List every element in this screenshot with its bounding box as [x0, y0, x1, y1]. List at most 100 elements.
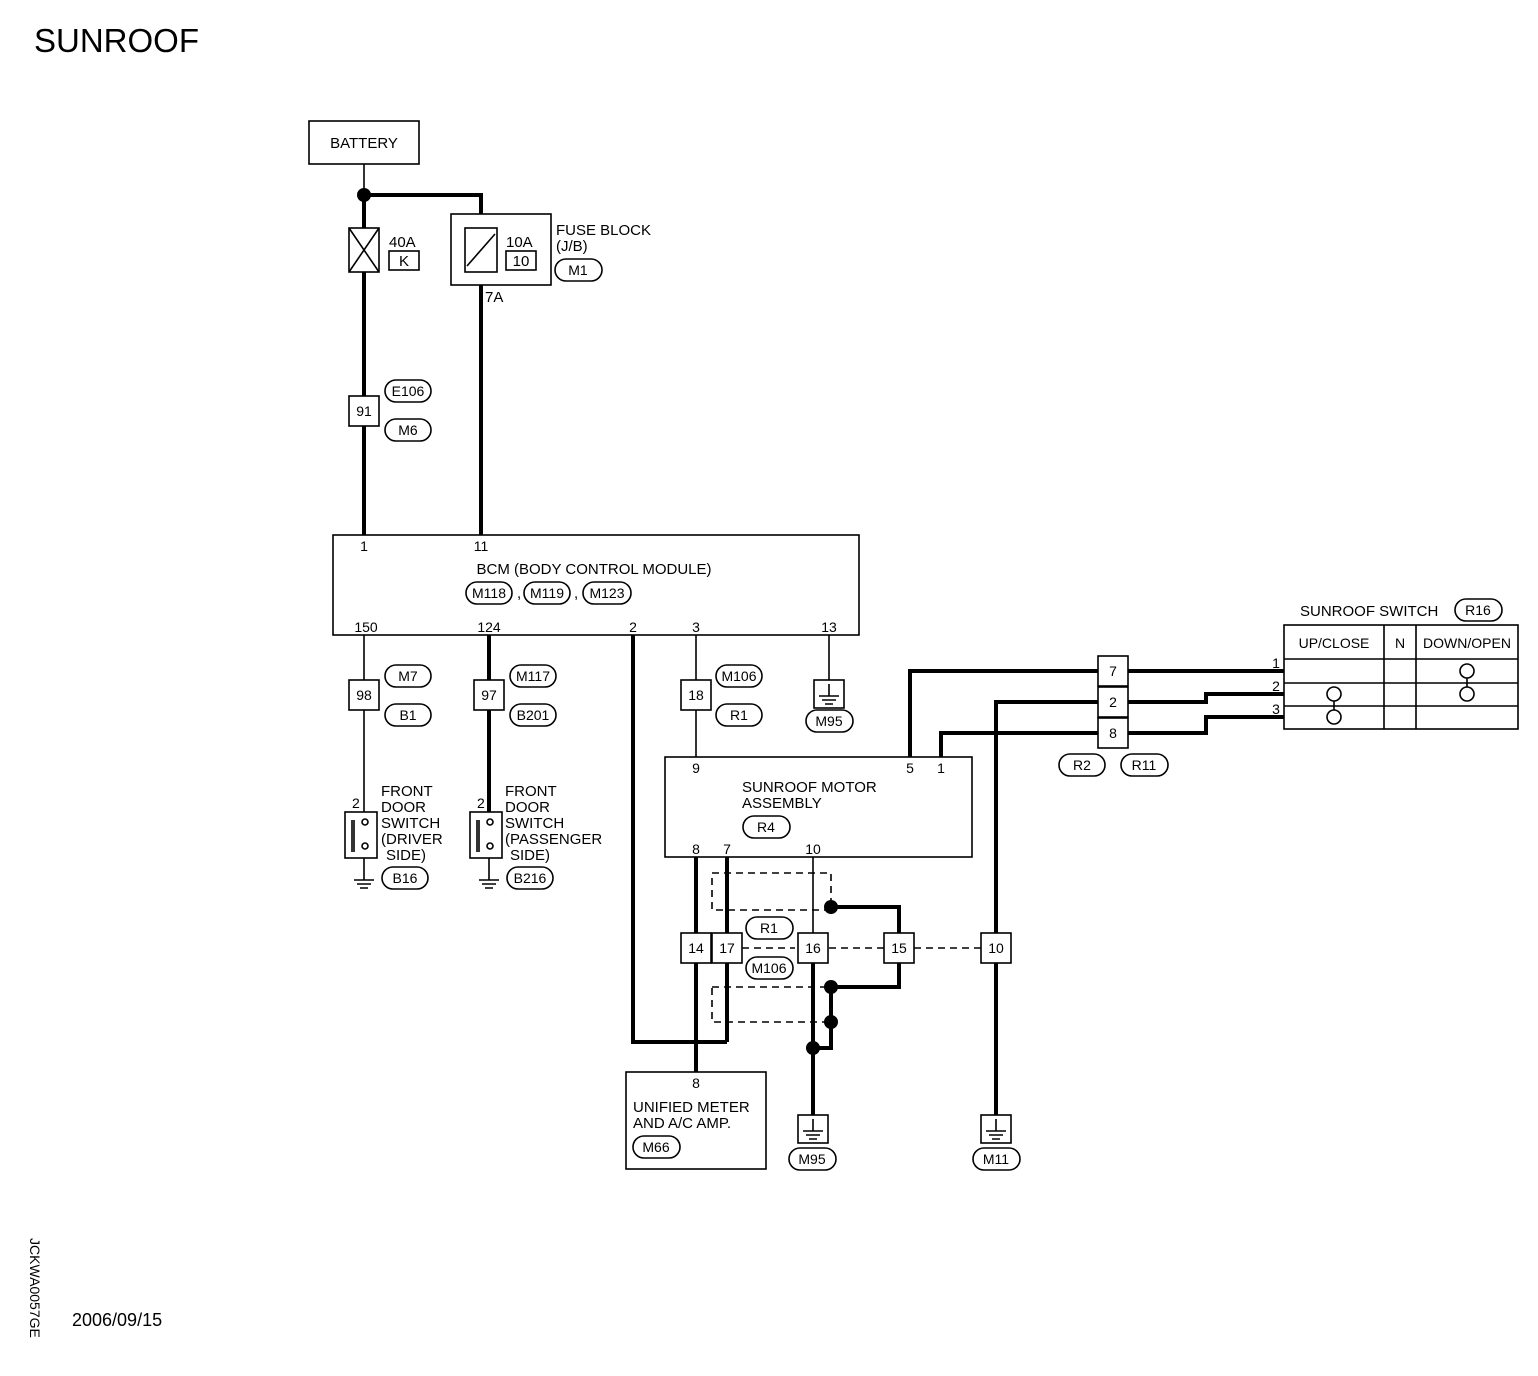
fuse-block-jb: (J/B) — [556, 238, 588, 255]
switch-contact-up-2 — [1326, 686, 1342, 702]
connector-m11-pill — [972, 1147, 1021, 1171]
connector-e106-pill — [384, 379, 432, 403]
passenger-switch-terminal-bottom — [486, 842, 494, 850]
fuse-10a-pin: 7A — [485, 289, 503, 306]
connector-b216-pill — [506, 866, 554, 890]
connector-m66: M66 — [642, 1139, 669, 1155]
motor-label-2: ASSEMBLY — [742, 795, 822, 812]
connector-m119: M119 — [530, 585, 564, 601]
connector-m95-ground: M95 — [798, 1151, 825, 1167]
joint-2-pin: 2 — [1109, 694, 1117, 710]
joint-10-box — [980, 932, 1012, 964]
fuse-40a-id-box — [388, 250, 420, 271]
fuse-40a-cross — [348, 227, 380, 273]
bcm-pin-150: 150 — [354, 619, 378, 635]
driver-switch-label-2: DOOR — [381, 799, 426, 816]
meter-pin-8: 8 — [692, 1075, 700, 1091]
connector-r11: R11 — [1132, 757, 1157, 773]
connector-r4-pill — [742, 815, 791, 839]
joint-18-pin: 18 — [688, 687, 704, 703]
splice-ground-m95 — [806, 1041, 820, 1055]
joint-15-box — [883, 932, 915, 964]
driver-switch-label-3: SWITCH — [381, 815, 440, 832]
switch-row-3: 3 — [1272, 701, 1280, 717]
switch-contact-down-1 — [1459, 663, 1475, 679]
ground-m11-icon — [986, 1119, 1006, 1140]
driver-switch-label-1: FRONT — [381, 783, 433, 800]
connector-m95-ground-pill — [788, 1147, 837, 1171]
connector-r16-pill — [1454, 598, 1503, 622]
wire-joint-2-to-switch-2 — [1128, 692, 1284, 704]
fuse-10a-rating: 10A — [506, 234, 533, 251]
passenger-switch-label-2: DOOR — [505, 799, 550, 816]
bcm-connector-sep-1: , — [517, 585, 521, 602]
meter-label-2: AND A/C AMP. — [633, 1115, 731, 1132]
fuse-10a-id: 10 — [513, 253, 530, 270]
connector-m106-lower-pill — [745, 956, 794, 980]
sunroof-switch-grid — [1284, 625, 1518, 729]
connector-m118-pill — [465, 581, 513, 605]
switch-row-2: 2 — [1272, 678, 1280, 694]
joint-98-pin: 98 — [356, 687, 372, 703]
switch-col-n: N — [1395, 635, 1405, 651]
joint-91-box — [348, 395, 380, 427]
bcm-pin-13: 13 — [821, 619, 837, 635]
splice-shield-drain — [824, 1015, 838, 1029]
battery-label: BATTERY — [330, 135, 398, 152]
connector-m123-pill — [582, 581, 632, 605]
joint-91-pin: 91 — [356, 403, 372, 419]
passenger-switch-label-3: SWITCH — [505, 815, 564, 832]
connector-r2-pill — [1058, 753, 1106, 777]
motor-label-1: SUNROOF MOTOR — [742, 779, 877, 796]
connector-r16: R16 — [1465, 602, 1491, 618]
wire-joint-10-to-joint-2 — [994, 700, 1098, 933]
motor-pin-1: 1 — [937, 760, 945, 776]
fuse-block-label: FUSE BLOCK — [556, 222, 651, 239]
connector-m117: M117 — [516, 668, 550, 684]
joint-8-box — [1097, 717, 1129, 749]
driver-switch-label-4: (DRIVER — [381, 831, 443, 848]
connector-b201: B201 — [517, 707, 550, 723]
joint-16-box — [797, 932, 829, 964]
connector-m66-pill — [632, 1135, 681, 1159]
passenger-switch-box — [469, 811, 503, 859]
meter-label-1: UNIFIED METER — [633, 1099, 750, 1116]
wire-motor-5-to-joint-7 — [908, 669, 1098, 757]
switch-col-up-close: UP/CLOSE — [1299, 635, 1370, 651]
battery-box — [308, 120, 420, 165]
wire-joint-8-to-switch-3 — [1128, 715, 1284, 735]
passenger-switch-contact — [476, 820, 480, 852]
bcm-connector-sep-2: , — [574, 585, 578, 602]
fuse-40a-rating: 40A — [389, 234, 416, 251]
connector-b16: B16 — [393, 870, 418, 886]
joint-97-box — [473, 679, 505, 711]
bcm-pin-3: 3 — [692, 619, 700, 635]
connector-m1: M1 — [568, 262, 588, 278]
driver-switch-contact — [351, 820, 355, 852]
switch-col-down-open: DOWN/OPEN — [1423, 635, 1511, 651]
connector-r11-pill — [1120, 753, 1169, 777]
wire-to-fuse-block — [364, 193, 483, 214]
connector-b16-pill — [381, 866, 429, 890]
joint-17-pin: 17 — [719, 940, 735, 956]
driver-switch-label-5: SIDE) — [386, 847, 426, 864]
joint-17-box — [711, 932, 743, 964]
connector-r1-pill — [715, 703, 763, 727]
diagram-title: SUNROOF — [34, 22, 199, 59]
joint-16-pin: 16 — [805, 940, 821, 956]
connector-m7: M7 — [398, 668, 418, 684]
connector-r1: R1 — [730, 707, 748, 723]
bcm-label: BCM (BODY CONTROL MODULE) — [476, 561, 711, 578]
driver-switch-box — [344, 811, 378, 859]
ground-bcm-icon — [819, 684, 839, 705]
connector-b1: B1 — [399, 707, 416, 723]
joint-7-pin: 7 — [1109, 663, 1117, 679]
wire-shield-lower — [831, 963, 901, 989]
connector-r2: R2 — [1073, 757, 1091, 773]
connector-m118: M118 — [472, 585, 506, 601]
connector-m1-pill — [554, 258, 603, 282]
bcm-pin-1: 1 — [360, 538, 368, 554]
motor-pin-10: 10 — [805, 841, 821, 857]
connector-m106-pill — [715, 664, 763, 688]
